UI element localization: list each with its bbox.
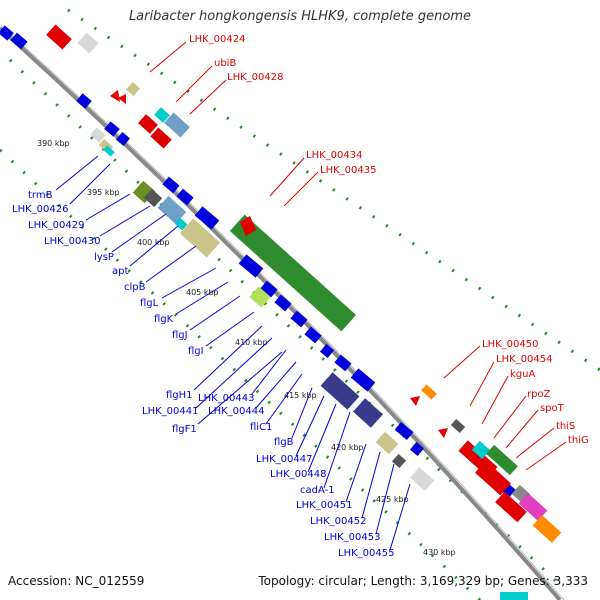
label-LHK_00452: LHK_00452 <box>310 516 366 527</box>
label-spoT: spoT <box>540 403 565 414</box>
red-leaders <box>149 41 567 471</box>
red-labels: LHK_00424 ubiB LHK_00428 LHK_00434 LHK_0… <box>189 34 589 446</box>
genome-title: Laribacter hongkongensis HLHK9, complete… <box>128 9 472 24</box>
kbp-ticks: 390 kbp 395 kbp 400 kbp 405 kbp 410 kbp … <box>37 139 456 557</box>
label-LHK_00448: LHK_00448 <box>270 469 326 480</box>
label-thiG: thiG <box>568 435 589 446</box>
tick-430: 430 kbp <box>423 548 456 557</box>
label-thiS: thiS <box>556 421 575 432</box>
label-LHK_00429: LHK_00429 <box>28 220 84 231</box>
label-LHK_00454: LHK_00454 <box>496 354 552 365</box>
label-cadA-1: cadA-1 <box>300 485 335 496</box>
topology-label: Topology: circular; Length: 3,169,329 bp… <box>258 574 588 588</box>
blue-labels: trmB LHK_00426 LHK_00429 LHK_00430 lysP … <box>12 190 394 559</box>
label-LHK_00455: LHK_00455 <box>338 548 394 559</box>
label-flgI: flgI <box>188 346 204 357</box>
tick-420: 420 kbp <box>331 443 364 452</box>
label-clpB: clpB <box>124 282 146 293</box>
label-LHK_00453: LHK_00453 <box>324 532 380 543</box>
label-flgF1: flgF1 <box>172 424 197 435</box>
tick-410: 410 kbp <box>235 338 268 347</box>
tick-425: 425 kbp <box>376 495 409 504</box>
label-LHK_00447: LHK_00447 <box>256 454 312 465</box>
accession-label: Accession: NC_012559 <box>8 574 145 588</box>
label-rpoZ: rpoZ <box>527 389 551 400</box>
tick-390: 390 kbp <box>37 139 70 148</box>
purple-genes <box>320 372 383 428</box>
gc-track-inner <box>0 148 482 600</box>
gc-track-outer <box>67 8 600 372</box>
label-LHK_00428: LHK_00428 <box>227 72 283 83</box>
label-flgH1: flgH1 <box>166 390 193 401</box>
label-lysP: lysP <box>94 252 114 263</box>
label-kguA: kguA <box>510 369 535 380</box>
label-LHK_00441: LHK_00441 <box>142 406 198 417</box>
label-LHK_00424: LHK_00424 <box>189 34 245 45</box>
label-trmB: trmB <box>28 190 53 201</box>
label-LHK_00435: LHK_00435 <box>320 165 376 176</box>
label-flgB: flgB <box>274 437 294 448</box>
genome-backbone <box>0 26 562 600</box>
label-flgK: flgK <box>154 314 174 325</box>
label-LHK_00426: LHK_00426 <box>12 204 68 215</box>
label-LHK_00450: LHK_00450 <box>482 339 538 350</box>
tick-400: 400 kbp <box>137 238 170 247</box>
reverse-genes <box>0 25 516 498</box>
label-LHK_00451: LHK_00451 <box>296 500 352 511</box>
label-LHK_00430: LHK_00430 <box>44 236 100 247</box>
tick-395: 395 kbp <box>87 188 120 197</box>
label-ubiB: ubiB <box>214 58 236 69</box>
tick-415: 415 kbp <box>284 391 317 400</box>
label-LHK_00443: LHK_00443 <box>198 393 254 404</box>
misc-genes <box>77 32 466 491</box>
label-fliC1: fliC1 <box>250 422 272 433</box>
label-flgL: flgL <box>140 298 159 309</box>
label-flgJ: flgJ <box>172 330 188 341</box>
tick-405: 405 kbp <box>186 288 219 297</box>
forward-genes <box>46 24 562 600</box>
label-LHK_00434: LHK_00434 <box>306 150 362 161</box>
label-LHK_00444: LHK_00444 <box>208 406 264 417</box>
label-apt: apt <box>112 266 128 277</box>
blue-leaders <box>55 155 411 551</box>
